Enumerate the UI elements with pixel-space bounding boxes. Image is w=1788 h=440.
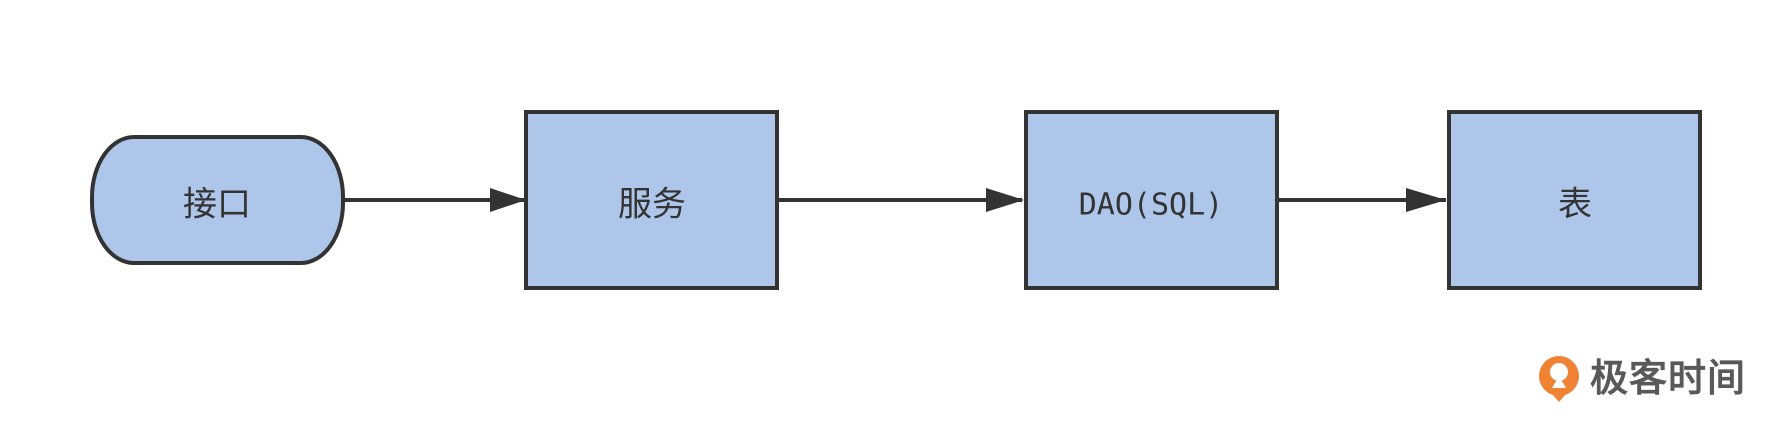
- node-service-label: 服务: [618, 185, 686, 225]
- node-dao-label: DAO(SQL): [1079, 188, 1224, 223]
- node-dao-shape: [1024, 110, 1279, 290]
- node-service: 服务: [524, 110, 779, 290]
- node-interface-label: 接口: [183, 185, 251, 225]
- edges: [344, 188, 1446, 212]
- node-interface-shape: [90, 135, 345, 265]
- node-interface: 接口: [90, 135, 345, 265]
- arrowhead-table: [1406, 188, 1446, 212]
- node-table: 表: [1447, 110, 1702, 290]
- arrowhead-dao: [986, 188, 1024, 212]
- node-table-shape: [1447, 110, 1702, 290]
- node-table-label: 表: [1558, 185, 1592, 225]
- watermark: 极客时间: [1539, 356, 1746, 402]
- node-service-shape: [524, 110, 779, 290]
- arrowhead-service: [490, 188, 526, 212]
- geektime-logo-icon: [1539, 356, 1579, 402]
- node-dao: DAO(SQL): [1024, 110, 1279, 290]
- watermark-text: 极客时间: [1590, 356, 1746, 400]
